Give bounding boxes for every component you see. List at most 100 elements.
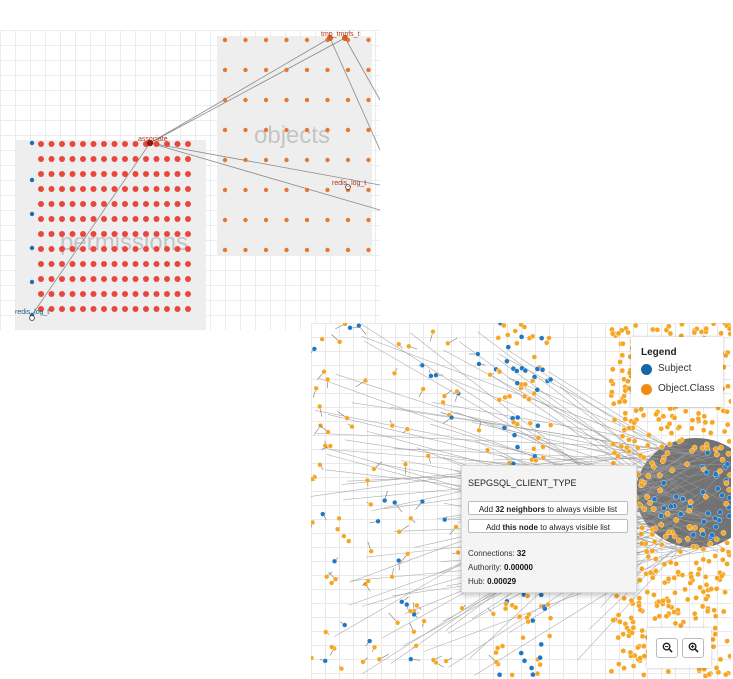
- network-node: [711, 607, 717, 613]
- subject-node: [29, 245, 35, 251]
- permission-node: [48, 201, 55, 207]
- network-node: [722, 589, 728, 595]
- permission-node: [185, 216, 191, 222]
- permission-node: [174, 171, 181, 177]
- node-label-redis-log-subject: redis_log_t: [15, 309, 50, 316]
- network-graph[interactable]: Legend Subject Object.Class SEPGSQL_CLIE…: [311, 323, 731, 679]
- permission-node: [164, 141, 170, 147]
- network-node: [529, 378, 536, 384]
- permission-node: [122, 276, 128, 282]
- network-node: [666, 529, 672, 536]
- permission-node: [59, 306, 65, 312]
- network-node: [713, 536, 720, 543]
- permission-node: [69, 246, 76, 252]
- network-node: [649, 326, 656, 333]
- permission-node: [38, 171, 44, 177]
- network-node: [641, 506, 648, 512]
- network-node: [542, 605, 548, 612]
- object-node: [243, 97, 248, 103]
- network-node: [360, 659, 366, 665]
- authority-value: 0.00000: [504, 563, 533, 572]
- network-node: [518, 650, 524, 656]
- network-node: [538, 335, 545, 341]
- object-node: [366, 67, 371, 73]
- network-node: [653, 568, 659, 574]
- network-node: [699, 603, 706, 610]
- network-node: [430, 329, 436, 335]
- network-node: [610, 617, 617, 623]
- network-node: [529, 333, 536, 340]
- network-node: [405, 551, 411, 557]
- network-node: [712, 446, 719, 453]
- permission-node: [38, 231, 44, 237]
- network-node: [724, 408, 730, 415]
- network-node: [653, 411, 659, 418]
- network-node: [697, 584, 703, 591]
- network-node: [608, 668, 615, 675]
- zoom-in-button[interactable]: [682, 638, 704, 658]
- permissions-objects-graph[interactable]: objects permissions tmp_tmpfs_t redis_lo…: [0, 30, 380, 330]
- permission-node: [132, 216, 139, 222]
- network-node: [408, 656, 414, 662]
- network-node: [675, 569, 681, 575]
- network-node: [639, 627, 645, 634]
- permission-node: [59, 291, 65, 297]
- network-node: [476, 427, 482, 433]
- network-node: [534, 670, 541, 677]
- network-node: [724, 638, 730, 644]
- authority-stat: Authority: 0.00000: [468, 563, 533, 572]
- permission-node: [111, 141, 118, 147]
- zoom-out-button[interactable]: [656, 638, 678, 658]
- permission-node: [164, 276, 170, 282]
- zoom-out-icon: [662, 642, 673, 653]
- zoom-in-icon: [688, 642, 699, 653]
- network-node: [645, 442, 651, 449]
- permission-node: [132, 261, 139, 267]
- permission-node: [48, 261, 55, 267]
- permission-node: [90, 171, 97, 177]
- permission-node: [164, 216, 170, 222]
- network-node: [649, 574, 656, 581]
- network-node: [689, 417, 696, 424]
- network-node: [375, 518, 381, 524]
- permission-node: [69, 306, 76, 312]
- add-node-button[interactable]: Add this node to always visible list: [468, 519, 628, 533]
- object-node: [345, 127, 351, 133]
- object-node: [284, 157, 289, 163]
- node-label-tmp-tmpfs: tmp_tmpfs_t: [321, 31, 360, 38]
- graph-canvas[interactable]: [0, 30, 380, 330]
- object-node: [366, 97, 371, 103]
- permission-node: [90, 306, 97, 312]
- object-node: [222, 37, 228, 43]
- network-node: [420, 386, 426, 392]
- network-node: [496, 369, 503, 375]
- permission-node: [111, 291, 118, 297]
- permission-node: [80, 141, 86, 147]
- permission-node: [153, 201, 160, 207]
- object-node: [263, 97, 269, 103]
- network-node: [622, 410, 629, 417]
- object-node: [304, 187, 310, 193]
- network-node: [311, 519, 316, 526]
- object-node: [243, 247, 248, 253]
- permission-node: [80, 201, 86, 207]
- network-node: [619, 367, 626, 374]
- object-node: [366, 37, 371, 43]
- permission-node: [59, 156, 65, 162]
- network-node: [484, 447, 491, 453]
- permission-node: [174, 141, 181, 147]
- network-node: [337, 339, 343, 345]
- network-node: [622, 416, 629, 422]
- network-node: [419, 498, 426, 505]
- network-node: [499, 643, 506, 649]
- network-node: [621, 665, 627, 671]
- permission-node: [38, 156, 44, 162]
- object-node: [263, 67, 269, 73]
- network-node: [661, 561, 668, 568]
- network-node: [717, 509, 723, 515]
- network-node: [638, 531, 645, 537]
- permission-node: [48, 231, 55, 237]
- network-node: [690, 543, 697, 550]
- add-neighbors-button[interactable]: Add 32 neighbors to always visible list: [468, 501, 628, 515]
- object-node: [304, 37, 310, 43]
